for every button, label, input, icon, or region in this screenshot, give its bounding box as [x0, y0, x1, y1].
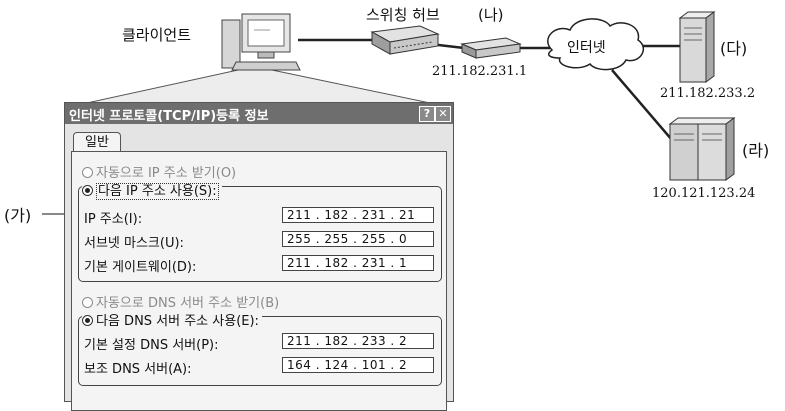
- network-diagram: [42, 11, 736, 218]
- client-pc-icon: [221, 13, 301, 71]
- link-internet-server-ra: [611, 69, 673, 141]
- preferred-dns-field[interactable]: 211 . 182 . 233 . 2: [282, 333, 434, 349]
- dns2-label: 보조 DNS 서버(A):: [84, 362, 192, 377]
- internet-cloud-icon: [547, 18, 644, 71]
- dialog-title: 인터넷 프로토콜(TCP/IP)등록 정보: [69, 109, 269, 124]
- auto-ip-option[interactable]: 자동으로 IP 주소 받기(O): [82, 162, 236, 181]
- dialog-titlebar: 인터넷 프로토콜(TCP/IP)등록 정보 ? ✕: [65, 103, 453, 124]
- marker-ra: (라): [742, 141, 770, 160]
- tcpip-properties-dialog: 인터넷 프로토콜(TCP/IP)등록 정보 ? ✕ 일반 자동으로 IP 주소 …: [64, 102, 454, 411]
- ip-group: [78, 186, 442, 282]
- general-panel: 자동으로 IP 주소 받기(O) 다음 IP 주소 사용(S): IP 주소(I…: [71, 151, 447, 411]
- server-da-icon: [678, 11, 716, 83]
- close-icon[interactable]: ✕: [435, 106, 451, 122]
- dns1-label: 기본 설정 DNS 서버(P):: [84, 338, 219, 353]
- router-icon: [460, 37, 522, 59]
- subnet-mask-field[interactable]: 255 . 255 . 255 . 0: [282, 231, 434, 247]
- client-label: 클라이언트: [122, 26, 192, 44]
- ip-label: IP 주소(I):: [84, 212, 143, 227]
- router-ip-label: 211.182.231.1: [432, 64, 528, 79]
- auto-ip-label: 자동으로 IP 주소 받기(O): [96, 166, 237, 181]
- ip-address-field[interactable]: 211 . 182 . 231 . 21: [282, 207, 434, 223]
- marker-da: (다): [720, 39, 748, 58]
- use-dns-radio[interactable]: [82, 315, 93, 326]
- auto-dns-radio[interactable]: [82, 297, 93, 308]
- use-ip-option[interactable]: 다음 IP 주소 사용(S):: [82, 180, 222, 200]
- server-ra-icon: [668, 117, 736, 181]
- auto-dns-label: 자동으로 DNS 서버 주소 받기(B): [96, 296, 280, 311]
- marker-na: (나): [478, 6, 504, 24]
- switch-hub-icon: [370, 25, 440, 55]
- question-icon[interactable]: ?: [419, 106, 435, 122]
- use-dns-label: 다음 DNS 서버 주소 사용(E):: [96, 314, 259, 329]
- server-ra-ip-label: 120.121.123.24: [652, 186, 756, 201]
- subnet-label: 서브넷 마스크(U):: [84, 236, 184, 251]
- alternate-dns-field[interactable]: 164 . 124 . 101 . 2: [282, 357, 434, 373]
- marker-ga: (가): [4, 206, 32, 225]
- tab-general[interactable]: 일반: [73, 132, 121, 153]
- gateway-label: 기본 게이트웨이(D):: [84, 260, 197, 275]
- auto-dns-option[interactable]: 자동으로 DNS 서버 주소 받기(B): [82, 292, 279, 311]
- auto-ip-radio[interactable]: [82, 167, 93, 178]
- internet-label: 인터넷: [567, 40, 606, 56]
- switch-label: 스위칭 허브: [366, 6, 440, 24]
- gateway-field[interactable]: 211 . 182 . 231 . 1: [282, 255, 434, 271]
- use-dns-option[interactable]: 다음 DNS 서버 주소 사용(E):: [82, 310, 262, 329]
- use-ip-label: 다음 IP 주소 사용(S):: [96, 183, 219, 200]
- use-ip-radio[interactable]: [82, 185, 93, 196]
- server-da-ip-label: 211.182.233.2: [660, 86, 756, 101]
